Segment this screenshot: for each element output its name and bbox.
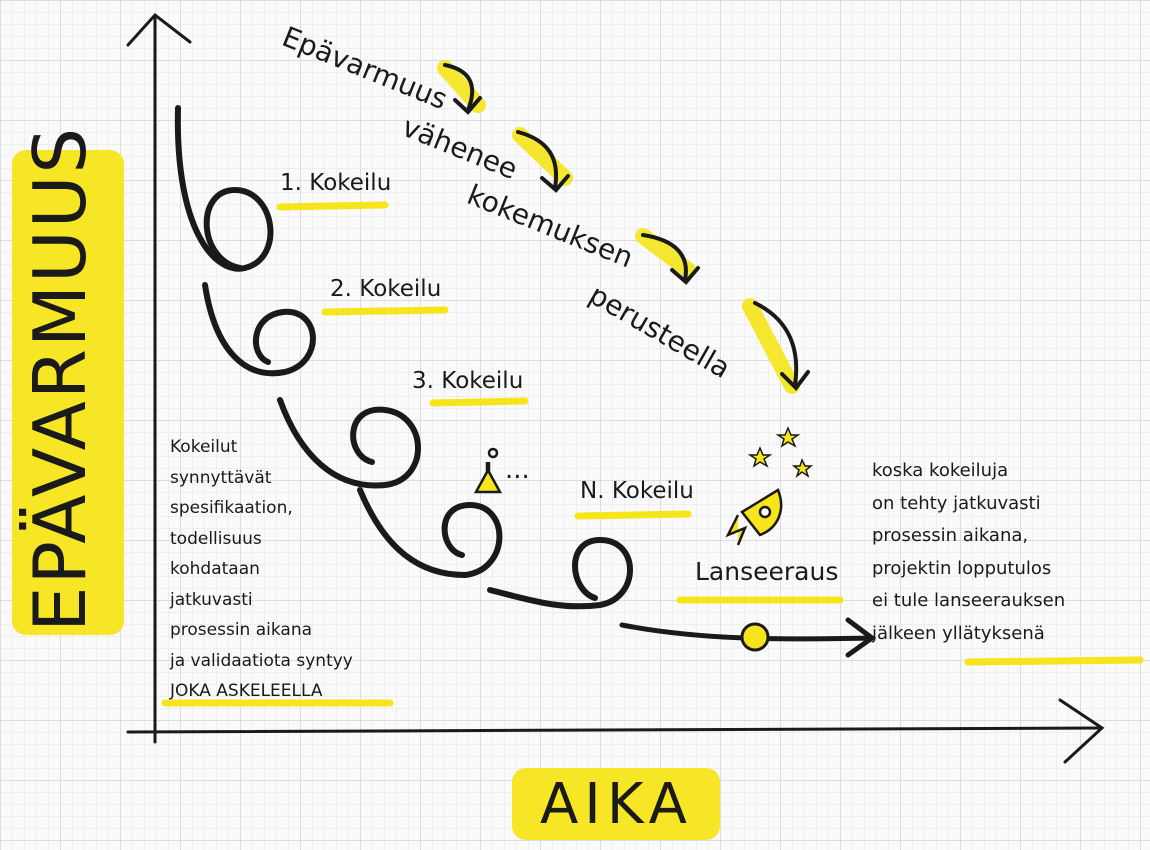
axes xyxy=(126,12,1105,764)
left-note-line: jatkuvasti xyxy=(170,589,253,610)
right-note-line: projektin lopputulos xyxy=(872,557,1052,579)
right-note-line: on tehty jatkuvasti xyxy=(872,492,1041,514)
trial-label-n: N. Kokeilu xyxy=(580,478,694,504)
headline-arrows xyxy=(443,63,810,392)
trial-label-2: 2. Kokeilu xyxy=(330,276,442,302)
left-note-line: todellisuus xyxy=(170,528,262,549)
left-note-line: JOKA ASKELEELLA xyxy=(170,681,323,701)
right-note-line: prosessin aikana, xyxy=(872,525,1029,546)
right-note-line: jälkeen yllätyksenä xyxy=(872,622,1045,644)
trial-label-1: 1. Kokeilu xyxy=(280,170,392,196)
x-axis xyxy=(126,726,1102,734)
left-note-line: ja validaatiota syntyy xyxy=(170,650,353,671)
trial-underlines xyxy=(161,201,1144,707)
x-label-highlight xyxy=(512,768,720,840)
uncertainty-curve xyxy=(174,105,633,610)
headline-highlights xyxy=(437,60,800,394)
right-note: koska kokeiluja on tehty jatkuvasti pros… xyxy=(872,455,1147,650)
y-axis-label: EPÄVARMUUS xyxy=(18,125,102,632)
y-axis-arrowhead xyxy=(126,12,192,47)
rocket-icon xyxy=(725,488,783,546)
x-axis-arrowhead xyxy=(1058,698,1105,764)
y-label-highlight xyxy=(12,150,124,635)
left-note-line: prosessin aikana xyxy=(170,620,313,640)
flask-icon xyxy=(473,447,503,494)
star-icons xyxy=(747,426,814,479)
left-note-line: spesifikaation, xyxy=(170,498,293,518)
ellipsis: ... xyxy=(505,455,530,485)
launch-label: Lanseeraus xyxy=(695,557,839,586)
x-axis-label: AIKA xyxy=(540,772,693,837)
left-note-line: kohdataan xyxy=(170,559,260,579)
left-note-line: Kokeilut xyxy=(170,437,238,457)
right-note-line: ei tule lanseerauksen xyxy=(872,590,1066,611)
right-note-line: koska kokeiluja xyxy=(872,460,1009,481)
left-note-line: synnyttävät xyxy=(170,467,272,488)
ball-icon xyxy=(740,622,770,652)
trial-label-3: 3. Kokeilu xyxy=(412,368,524,394)
left-note: Kokeilut synnyttävät spesifikaation, tod… xyxy=(170,432,405,707)
